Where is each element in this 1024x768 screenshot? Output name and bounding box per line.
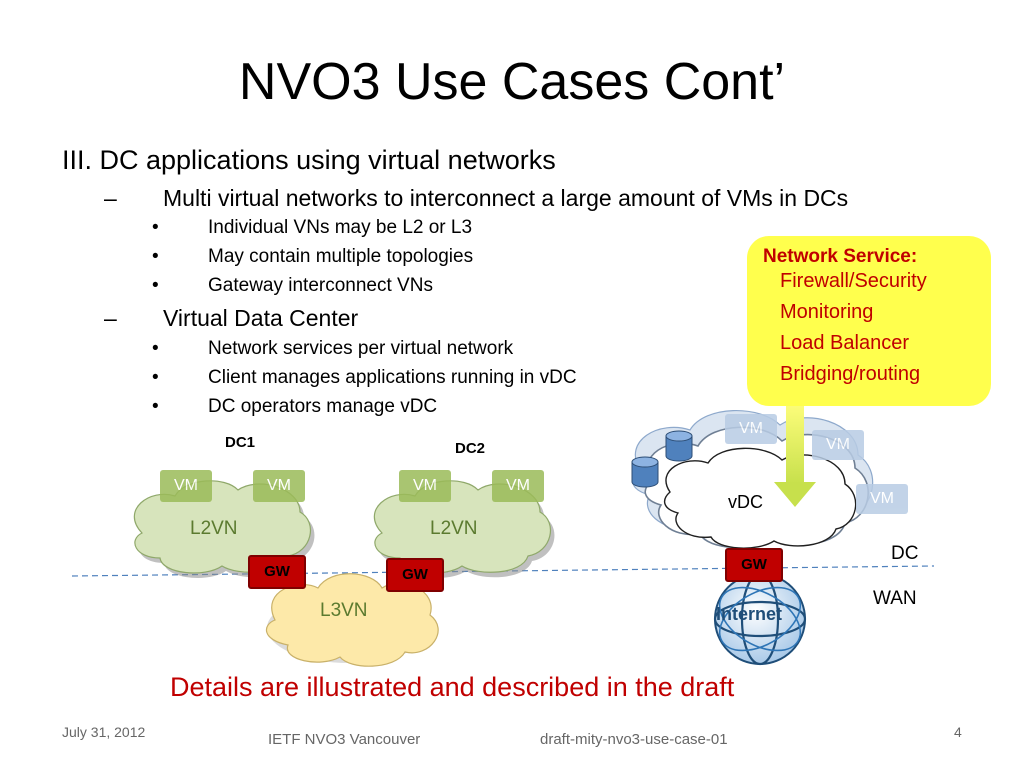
bullet-item: Client manages applications running in v…: [208, 367, 577, 388]
l2vn-cloud-dc2: [373, 480, 555, 578]
callout-item: Monitoring: [780, 301, 874, 323]
bullet-dot: •: [152, 338, 159, 359]
bullet-item: Gateway interconnect VNs: [208, 275, 433, 296]
l3vn-cloud: [265, 573, 439, 667]
bullet-dot: •: [152, 275, 159, 296]
vm-box: VM: [492, 470, 544, 502]
slide-title: NVO3 Use Cases Cont’: [238, 53, 786, 111]
footer-draft: draft-mity-nvo3-use-case-01: [540, 731, 728, 748]
footer-date: July 31, 2012: [62, 724, 146, 740]
l2vn-cloud-dc1: [133, 480, 315, 578]
bullet-item: DC operators manage vDC: [208, 396, 438, 417]
storage-cylinder-icon: [631, 456, 659, 488]
dc-label: DC: [891, 543, 919, 564]
vm-box: VM: [399, 470, 451, 502]
l2vn-label: L2VN: [430, 518, 478, 539]
callout-item: Bridging/routing: [780, 363, 921, 385]
bullet-item: May contain multiple topologies: [208, 246, 474, 267]
vm-box: VM: [725, 414, 777, 444]
dc1-label: DC1: [225, 434, 256, 451]
vm-box: VM: [253, 470, 305, 502]
bullet-dot: •: [152, 396, 159, 417]
bullet-dot: •: [152, 217, 159, 238]
footer-event: IETF NVO3 Vancouver: [268, 731, 421, 748]
footer-page-number: 4: [954, 724, 962, 740]
callout-heading: Network Service:: [763, 246, 918, 267]
heading-dc-applications: III. DC applications using virtual netwo…: [62, 145, 556, 175]
l2vn-label: L2VN: [190, 518, 238, 539]
gateway-box: GW: [725, 548, 783, 582]
vm-box: VM: [856, 484, 908, 514]
bullet-item: Network services per virtual network: [208, 338, 514, 359]
callout-item: Firewall/Security: [780, 270, 927, 292]
dash-bullet: –: [104, 185, 117, 211]
wan-label: WAN: [873, 588, 917, 609]
details-note: Details are illustrated and described in…: [170, 672, 735, 702]
vm-box: VM: [812, 430, 864, 460]
subheading-multi-vn: Multi virtual networks to interconnect a…: [163, 185, 849, 211]
subheading-vdc: Virtual Data Center: [163, 305, 359, 331]
bullet-dot: •: [152, 246, 159, 267]
l3vn-label: L3VN: [320, 600, 368, 621]
dc2-label: DC2: [455, 440, 486, 457]
dash-bullet: –: [104, 305, 117, 331]
vm-box: VM: [160, 470, 212, 502]
gateway-box: GW: [248, 555, 306, 589]
storage-cylinder-icon: [665, 430, 693, 462]
service-arrow-icon: [774, 404, 816, 507]
bullet-dot: •: [152, 367, 159, 388]
network-service-callout: Network Service: Firewall/Security Monit…: [747, 236, 991, 406]
callout-item: Load Balancer: [780, 332, 909, 354]
internet-label: Internet: [716, 604, 783, 624]
vdc-label: vDC: [728, 492, 763, 512]
gateway-box: GW: [386, 558, 444, 592]
bullet-item: Individual VNs may be L2 or L3: [208, 217, 473, 238]
